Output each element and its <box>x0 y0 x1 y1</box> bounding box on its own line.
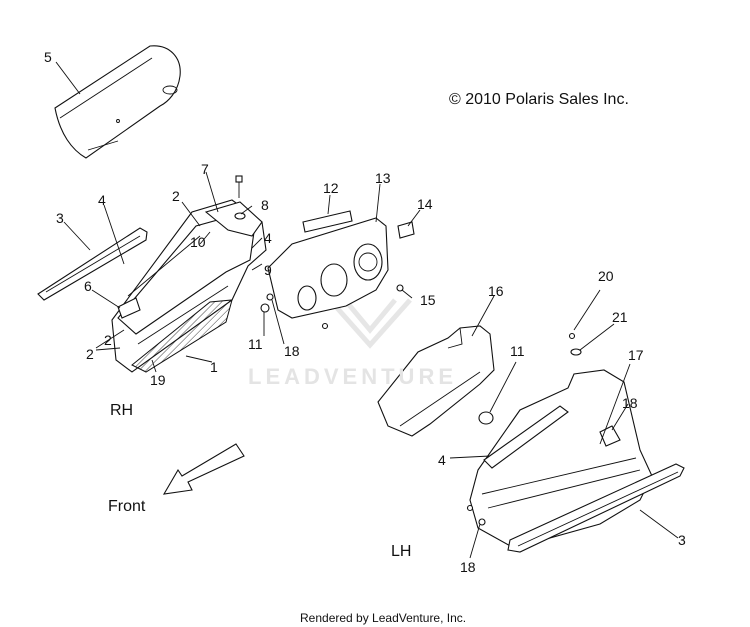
callout-label: 11 <box>248 336 263 352</box>
rh-side-label: RH <box>110 402 134 419</box>
callout-label: 3 <box>678 532 686 548</box>
part-3-rh-trim <box>37 227 148 301</box>
lh-side-panel <box>466 332 653 549</box>
callout-label: 12 <box>323 180 339 196</box>
rh-fasteners <box>234 175 274 313</box>
part-5-panel <box>54 45 181 159</box>
callout-label: 9 <box>264 262 272 278</box>
callout-label: 15 <box>420 292 436 308</box>
callout-label: 14 <box>417 196 433 212</box>
callout-label: 18 <box>622 395 638 411</box>
callout-label: 10 <box>190 234 206 250</box>
callout-label: 17 <box>628 347 644 363</box>
leader-lines <box>55 61 679 559</box>
part-11-lh-bushing <box>478 411 494 425</box>
callout-label: 18 <box>284 343 300 359</box>
callout-label: 7 <box>201 161 209 177</box>
rendered-by-credit: Rendered by LeadVenture, Inc. <box>300 611 467 625</box>
callout-label: 4 <box>98 192 106 208</box>
part-12-14-labels <box>302 210 415 239</box>
callout-label: 13 <box>375 170 391 186</box>
watermark-logo <box>328 298 412 349</box>
callout-label: 2 <box>104 332 112 348</box>
callout-label: 11 <box>510 343 525 359</box>
callout-label: 4 <box>438 452 446 468</box>
callout-label: 1 <box>210 359 218 375</box>
part-16-cover <box>377 325 495 437</box>
callout-label: 2 <box>86 346 94 362</box>
callout-label: 18 <box>460 559 476 575</box>
callout-label: 8 <box>261 197 269 213</box>
callout-label: 4 <box>264 230 272 246</box>
callout-label: 5 <box>44 49 52 65</box>
callout-label: 19 <box>150 372 166 388</box>
part-13-gauge-bezel <box>267 217 389 319</box>
rh-side-panel <box>111 199 267 373</box>
callout-label: 2 <box>172 188 180 204</box>
lh-side-label: LH <box>391 543 412 560</box>
part-15-screw <box>321 284 404 330</box>
front-direction-label: Front <box>108 498 146 515</box>
part-3-lh-trim <box>507 463 685 553</box>
callout-label: 16 <box>488 283 504 299</box>
callout-label: 3 <box>56 210 64 226</box>
watermark-text: LEADVENTURE <box>248 364 458 389</box>
callout-label: 20 <box>598 268 614 284</box>
callout-label: 6 <box>84 278 92 294</box>
callout-label: 21 <box>612 309 628 325</box>
copyright-notice: © 2010 Polaris Sales Inc. <box>449 91 629 108</box>
front-arrow <box>162 443 245 495</box>
